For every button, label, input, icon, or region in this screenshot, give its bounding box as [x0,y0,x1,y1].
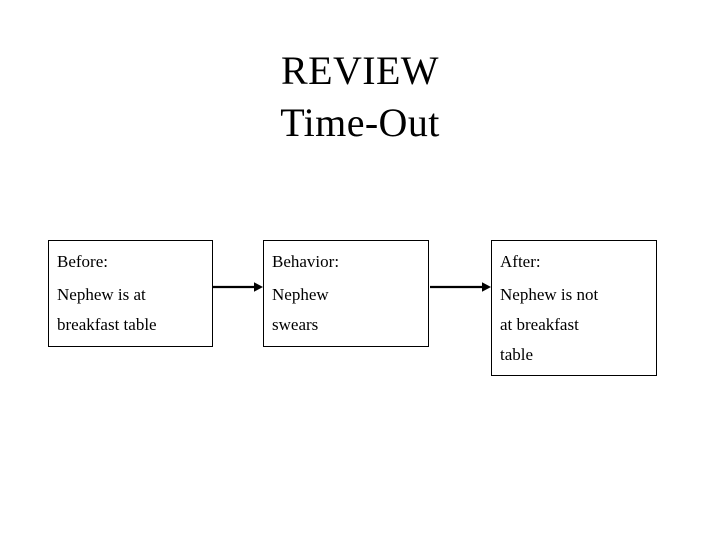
title-line-review: REVIEW [281,48,439,93]
abc-box-behavior-body-line-2: swears [272,315,319,334]
arrow-right-icon-before-to-behavior [213,280,263,294]
abc-box-after-body-line-1: Nephew is not [500,285,599,304]
abc-box-after-body-line-2: at breakfast [500,315,579,334]
abc-box-behavior-body-line-1: Nephew [272,285,329,304]
abc-box-before-heading: Before: [57,252,108,271]
abc-box-before: Before: Nephew is at breakfast table [48,240,213,347]
abc-box-before-body: Nephew is at breakfast table [57,280,212,340]
slide-title: REVIEW Time-Out [0,45,720,149]
abc-box-before-body-line-2: breakfast table [57,315,157,334]
abc-box-after-heading: After: [500,252,541,271]
title-line-time-out: Time-Out [280,100,440,145]
abc-box-before-body-line-1: Nephew is at [57,285,146,304]
arrow-right-icon-behavior-to-after [430,280,491,294]
abc-box-behavior-heading: Behavior: [272,252,340,271]
abc-box-behavior: Behavior: Nephew swears [263,240,429,347]
abc-box-after-body-line-3: table [500,345,534,364]
abc-box-after-body: Nephew is not at breakfast table [500,280,656,370]
abc-box-behavior-body: Nephew swears [272,280,428,340]
abc-box-after: After: Nephew is not at breakfast table [491,240,657,376]
